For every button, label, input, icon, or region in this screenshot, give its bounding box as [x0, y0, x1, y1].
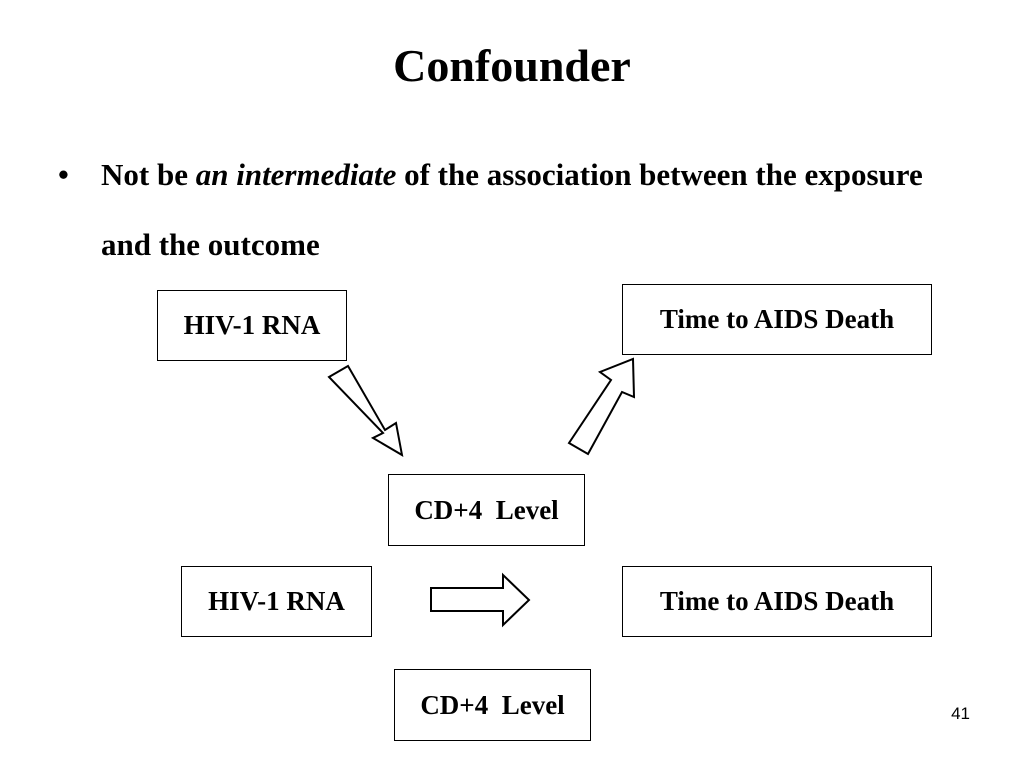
page-number: 41 — [951, 704, 970, 723]
top-outcome-box: Time to AIDS Death — [622, 284, 932, 355]
bullet-text-after: of the association between the exposure … — [101, 157, 923, 262]
arrow-exposure-to-outcome — [430, 572, 531, 628]
slide-title: Confounder — [393, 40, 631, 91]
bottom-third-variable-box: CD+4 Level — [394, 669, 591, 741]
bullet-text: Not be an intermediate of the associatio… — [101, 140, 971, 280]
top-intermediate-box: CD+4 Level — [388, 474, 585, 546]
bullet-text-before: Not be — [101, 157, 196, 192]
arrow-exposure-to-intermediate — [327, 364, 404, 457]
bottom-outcome-box: Time to AIDS Death — [622, 566, 932, 637]
bottom-exposure-box: HIV-1 RNA — [181, 566, 372, 637]
arrow-intermediate-to-outcome — [567, 357, 636, 456]
top-exposure-box: HIV-1 RNA — [157, 290, 347, 361]
bullet-marker: • — [58, 157, 69, 192]
bullet-emphasis: an intermediate — [195, 157, 397, 192]
